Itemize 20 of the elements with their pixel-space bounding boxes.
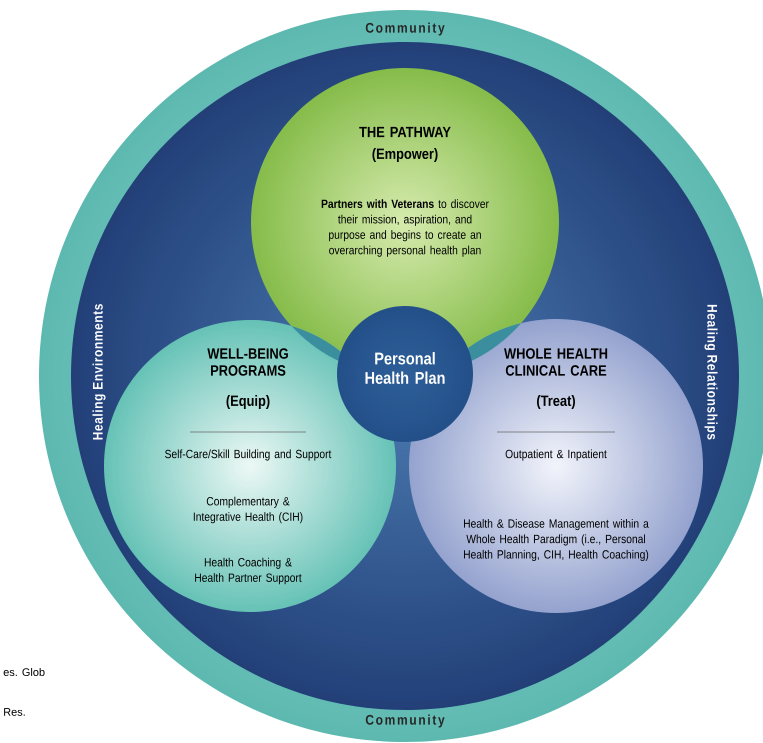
- text-fragment: Res.: [4, 708, 25, 716]
- circle-heading: Personal Health Plan: [366, 352, 445, 384]
- circle-heading: WELL-BEING PROGRAMS: [207, 348, 288, 376]
- circle-text: Complementary & Integrative Health (CIH): [194, 496, 302, 524]
- circle-text: Outpatient & Inpatient: [506, 449, 607, 461]
- ring-label: Healing Environments: [92, 304, 106, 440]
- node-text: THE PATHWAY (Empower) Partners with Veterans to discover their mission, aspiration, and purpose and begins to create an overarching personal health plan: [322, 126, 489, 257]
- circle-heading: WHOLE HEALTH CLINICAL CARE: [504, 348, 608, 376]
- circle-text: Partners with Veterans to discover their mission, aspiration, and purpose and begins to create an overarching personal health plan: [322, 199, 489, 257]
- circle-subheading: (Empower): [372, 148, 438, 162]
- circle-text: Self-Care/Skill Building and Support: [165, 449, 332, 461]
- ring-label: Community: [366, 714, 445, 728]
- circle-text: Health Coaching & Health Partner Support: [195, 558, 302, 584]
- ring-label: Community: [366, 22, 445, 36]
- circle-subheading: (Treat): [537, 395, 575, 409]
- circle-text: Health & Disease Management within a Whole Health Paradigm (i.e., Personal Health Planning, CIH, Health Coaching): [464, 519, 649, 561]
- circle-heading: THE PATHWAY: [359, 126, 451, 138]
- ring-label: Healing Relationships: [704, 304, 718, 440]
- text-fragment: es. Glob: [4, 668, 45, 676]
- circle-subheading: (Equip): [226, 395, 270, 409]
